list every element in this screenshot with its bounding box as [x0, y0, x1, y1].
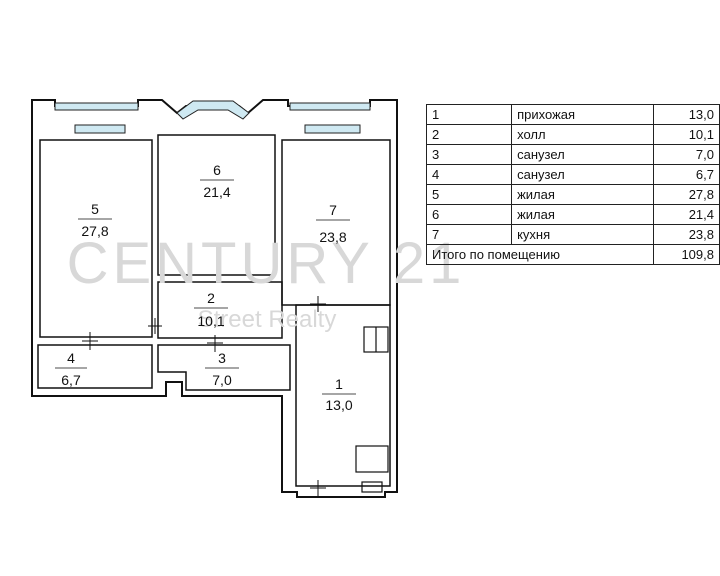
- room-label-3: 3 7,0: [205, 350, 239, 388]
- room-area: 23,8: [319, 229, 346, 245]
- room-number: 3: [218, 350, 226, 366]
- room-number: 5: [91, 201, 99, 217]
- room-area-cell: 7,0: [653, 144, 720, 165]
- room-label-7: 7 23,8: [316, 202, 350, 245]
- window-glass-room-7: [304, 124, 361, 134]
- entry-fixture: [361, 481, 383, 493]
- window-glass-room-5: [74, 124, 126, 134]
- room-number-cell: 3: [425, 144, 513, 165]
- room-name-cell: санузел: [511, 164, 654, 185]
- room-2-outline: [157, 281, 283, 339]
- outer-wall: [31, 99, 398, 498]
- room-label-2: 2 10,1: [194, 290, 228, 329]
- room-name-cell: жилая: [511, 184, 654, 205]
- room-number-cell: 1: [425, 104, 513, 125]
- room-area: 10,1: [197, 313, 224, 329]
- room-4-outline: [37, 344, 153, 389]
- room-area-cell: 10,1: [653, 124, 720, 145]
- room-1-outline: [295, 304, 391, 487]
- room-name-cell: прихожая: [511, 104, 654, 125]
- table-row: 1 прихожая 13,0: [425, 104, 720, 125]
- room-6-outline: [157, 134, 276, 276]
- room-label-4: 4 6,7: [55, 350, 87, 388]
- room-area-cell: 6,7: [653, 164, 720, 185]
- table-total-row: Итого по помещению 109,8: [426, 244, 720, 265]
- room-area: 7,0: [212, 372, 232, 388]
- room-area: 13,0: [325, 397, 352, 413]
- room-number-cell: 7: [425, 224, 513, 245]
- watermark-brand: CENTURY 21: [67, 231, 466, 296]
- door-marks: [82, 296, 326, 496]
- room-area-cell: 21,4: [653, 204, 720, 225]
- room-5-outline: [39, 139, 153, 338]
- table-row: 5 жилая 27,8: [425, 184, 720, 205]
- room-number-cell: 4: [425, 164, 513, 185]
- room-area: 27,8: [81, 223, 108, 239]
- table-row: 7 кухня 23,8: [425, 224, 720, 245]
- room-name-cell: санузел: [511, 144, 654, 165]
- room-3-outline: [157, 344, 291, 391]
- room-area-cell: 13,0: [653, 104, 720, 125]
- room-name-cell: кухня: [511, 224, 654, 245]
- room-number: 2: [207, 290, 215, 306]
- total-label: Итого по помещению: [426, 244, 654, 265]
- room-area-cell: 27,8: [653, 184, 720, 205]
- table-row: 2 холл 10,1: [425, 124, 720, 145]
- room-area-cell: 23,8: [653, 224, 720, 245]
- room-number-cell: 6: [425, 204, 513, 225]
- room-area: 21,4: [203, 184, 230, 200]
- room-number: 4: [67, 350, 75, 366]
- room-name-cell: холл: [511, 124, 654, 145]
- table-row: 4 санузел 6,7: [425, 164, 720, 185]
- room-label-1: 1 13,0: [322, 376, 356, 413]
- room-area-table: 1 прихожая 13,0 2 холл 10,1 3 санузел 7,…: [425, 104, 720, 265]
- room-label-6: 6 21,4: [200, 162, 234, 200]
- room-number-cell: 2: [425, 124, 513, 145]
- room-number-cell: 5: [425, 184, 513, 205]
- window-room-7: [289, 102, 371, 111]
- table-row: 3 санузел 7,0: [425, 144, 720, 165]
- room-number: 6: [213, 162, 221, 178]
- shaft-fixture: [355, 445, 389, 473]
- room-label-5: 5 27,8: [78, 201, 112, 239]
- window-room-5: [54, 102, 139, 111]
- watermark-office: Street Realty: [198, 306, 337, 333]
- room-number: 1: [335, 376, 343, 392]
- bay-window-room-6: [176, 100, 250, 120]
- room-area: 6,7: [61, 372, 81, 388]
- room-name-cell: жилая: [511, 204, 654, 225]
- total-area: 109,8: [653, 244, 720, 265]
- table-row: 6 жилая 21,4: [425, 204, 720, 225]
- room-number: 7: [329, 202, 337, 218]
